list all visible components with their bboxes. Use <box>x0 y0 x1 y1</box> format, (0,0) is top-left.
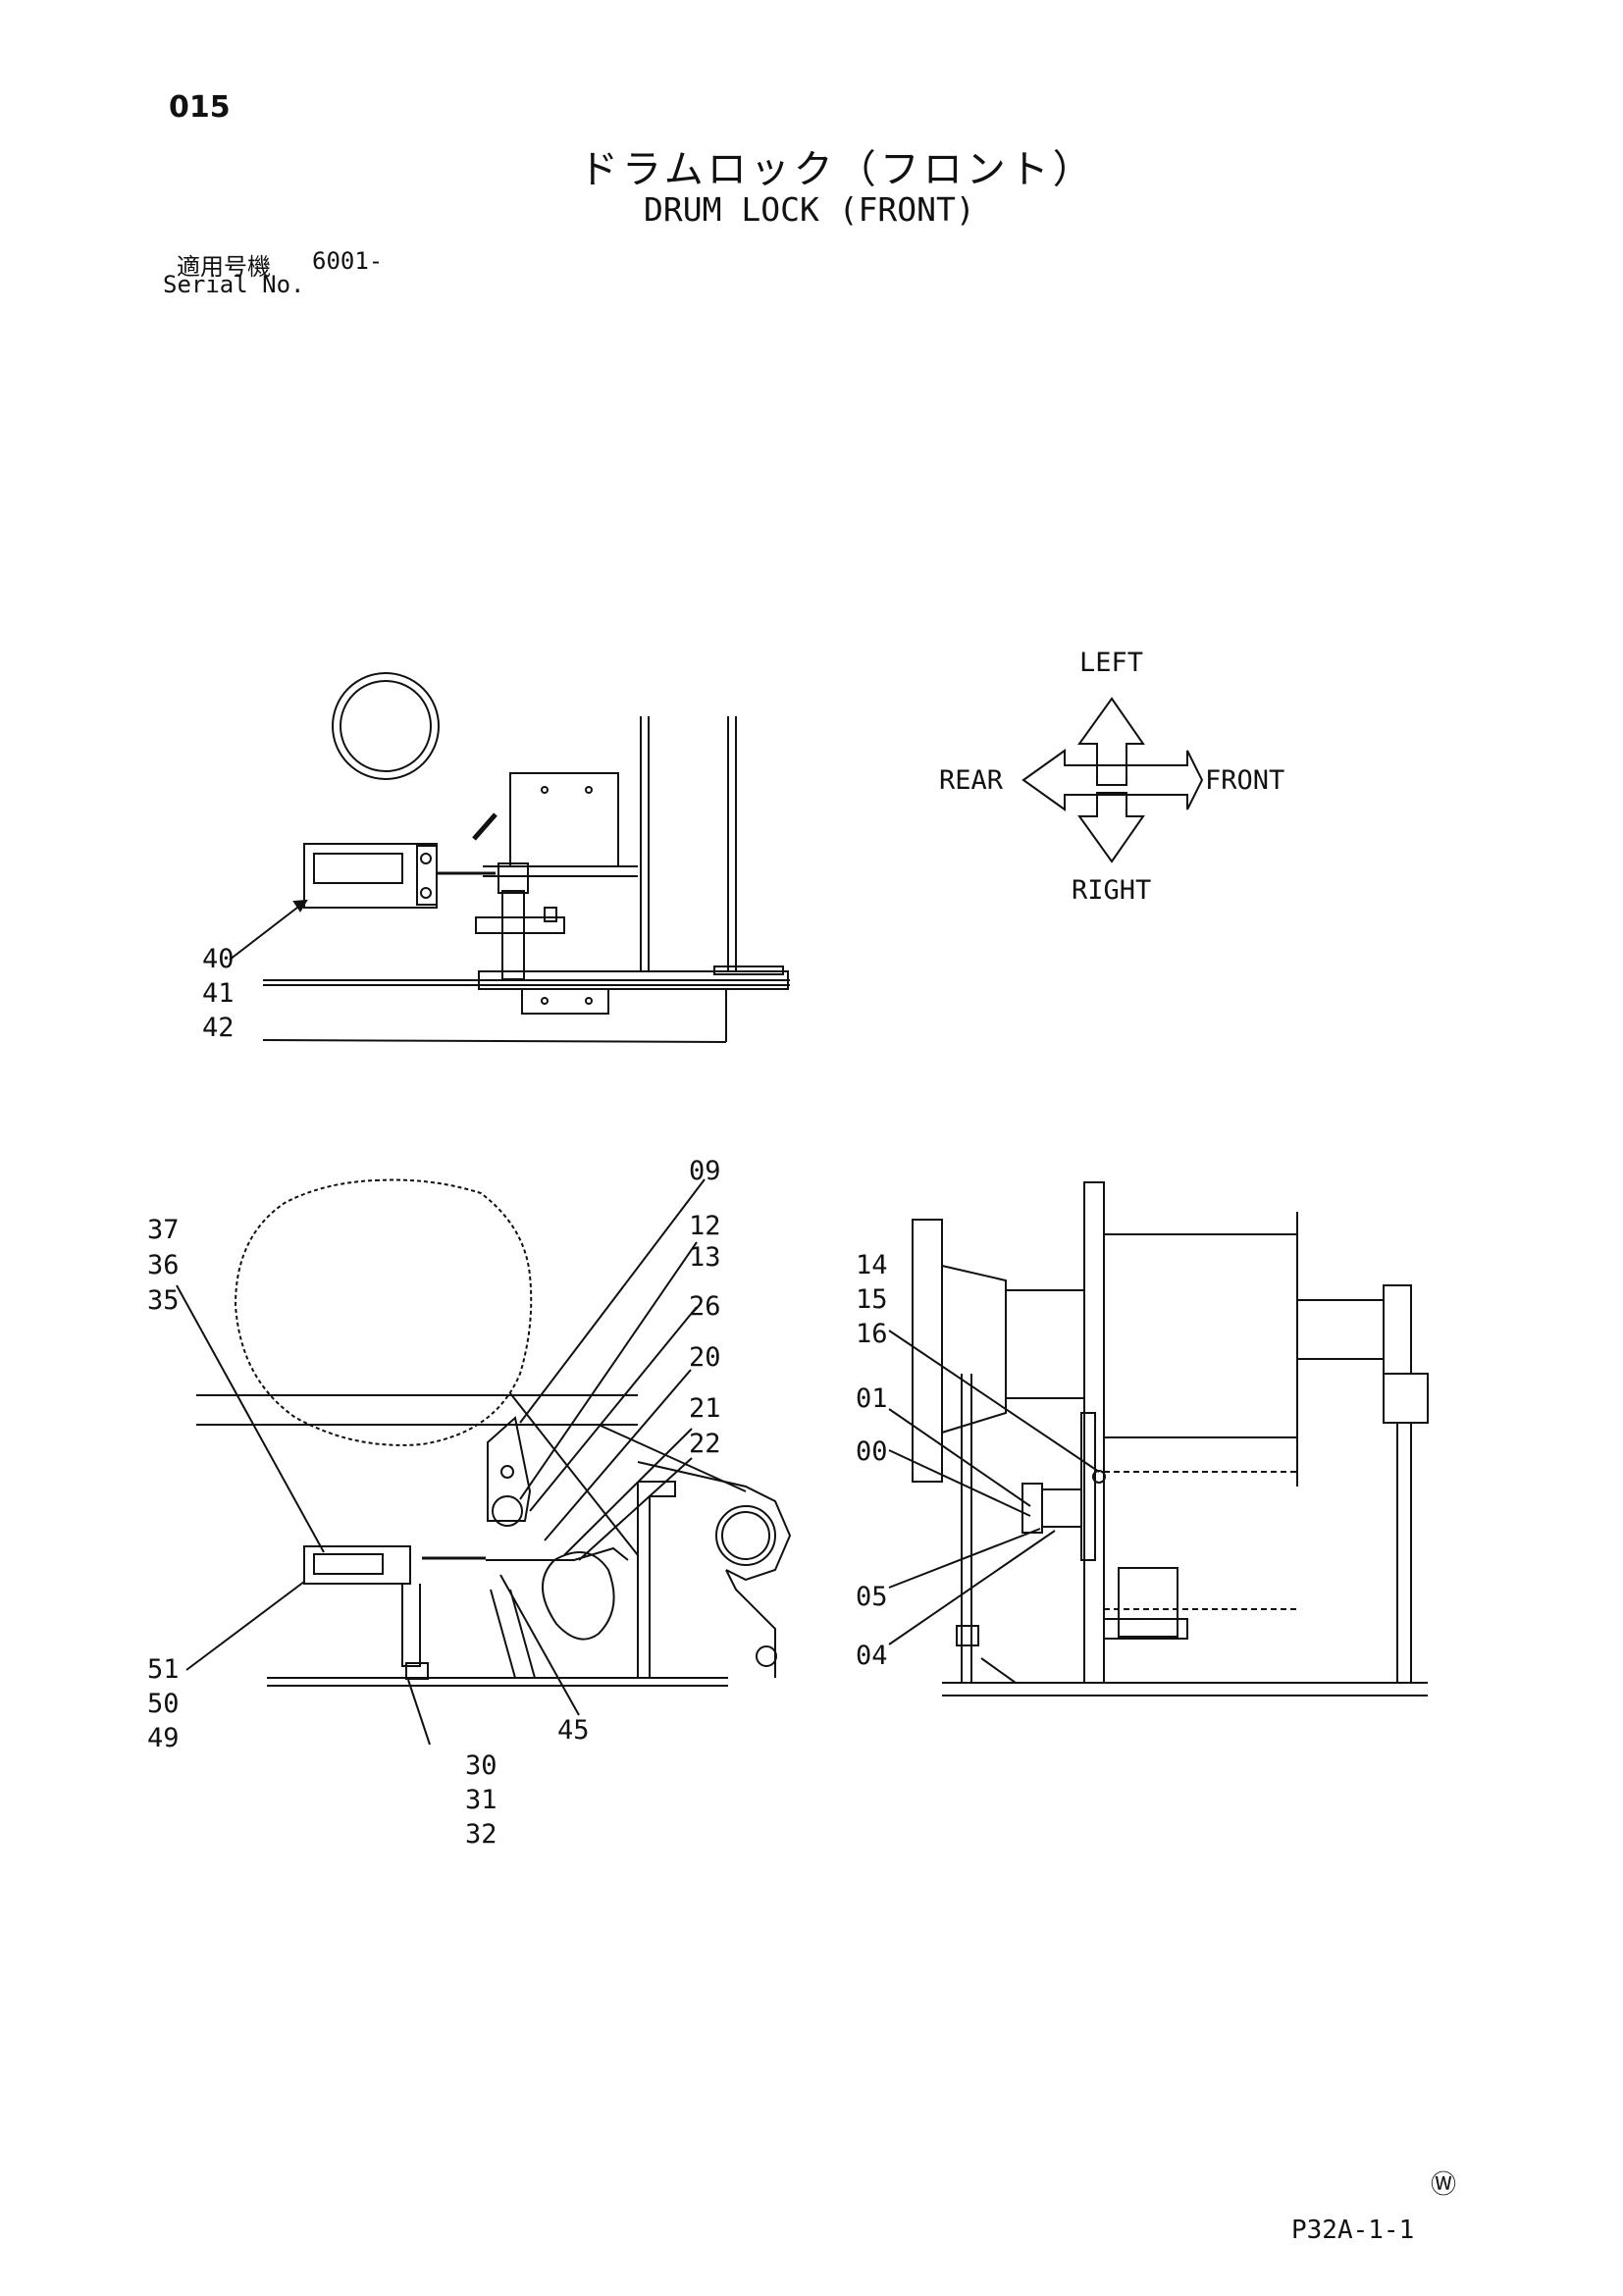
callout-26: 26 <box>689 1291 721 1322</box>
callout-45: 45 <box>557 1715 590 1746</box>
serial-value: 6001- <box>312 247 384 275</box>
callout-13: 13 <box>689 1242 721 1273</box>
callout-41: 41 <box>202 978 235 1009</box>
drum-circle-outer <box>332 672 440 780</box>
callout-04: 04 <box>856 1641 888 1671</box>
compass-right-label: RIGHT <box>1072 875 1151 906</box>
callout-14: 14 <box>856 1250 888 1280</box>
callout-35: 35 <box>147 1285 180 1316</box>
lock-arm <box>487 1416 532 1522</box>
direction-compass: LEFT RIGHT REAR FRONT <box>939 648 1284 906</box>
arrow-left-icon <box>1077 697 1145 786</box>
callout-30: 30 <box>465 1750 497 1781</box>
callout-49: 49 <box>147 1723 180 1753</box>
callout-20: 20 <box>689 1342 721 1373</box>
arrow-front-rear-icon <box>1021 749 1204 811</box>
callout-40: 40 <box>202 944 235 974</box>
drum-flange <box>912 1219 943 1483</box>
callout-32: 32 <box>465 1819 497 1850</box>
side-view: 09 12 13 26 20 21 22 37 36 35 51 50 49 4… <box>147 1156 792 1850</box>
bracket-plate <box>509 772 619 867</box>
serial-label-japanese: 適用号機 <box>177 253 271 281</box>
callout-05: 05 <box>856 1582 888 1612</box>
callout-42: 42 <box>202 1013 235 1043</box>
callout-37: 37 <box>147 1215 180 1245</box>
callout-12: 12 <box>689 1211 721 1241</box>
page-number: 015 <box>169 90 231 125</box>
callout-09: 09 <box>689 1156 721 1186</box>
compass-front-label: FRONT <box>1205 765 1284 796</box>
callout-21: 21 <box>689 1393 721 1424</box>
title-english: DRUM LOCK (FRONT) <box>644 190 975 229</box>
callout-16: 16 <box>856 1319 888 1349</box>
callout-00: 00 <box>856 1436 888 1467</box>
lower-lock-box <box>303 1545 411 1585</box>
w-mark: Ⓦ <box>1431 2170 1457 2200</box>
callout-50: 50 <box>147 1689 180 1719</box>
drum-gear-outline <box>234 1178 533 1446</box>
top-view: 40 41 42 <box>202 672 790 1043</box>
rear-view: 14 15 16 01 00 05 04 <box>856 1181 1429 1696</box>
page-reference: P32A-1-1 <box>1291 2216 1415 2245</box>
callout-36: 36 <box>147 1250 180 1280</box>
compass-rear-label: REAR <box>939 765 1004 796</box>
callout-15: 15 <box>856 1284 888 1315</box>
callout-01: 01 <box>856 1383 888 1414</box>
callout-22: 22 <box>689 1429 721 1459</box>
serial-label-english: Serial No. <box>163 271 305 298</box>
title-japanese: ドラムロック（フロント） <box>579 147 1096 192</box>
compass-left-label: LEFT <box>1079 648 1143 678</box>
callout-51: 51 <box>147 1654 180 1685</box>
arrow-right-icon <box>1077 792 1145 863</box>
callout-31: 31 <box>465 1785 497 1815</box>
drum-circle-inner <box>340 680 432 772</box>
